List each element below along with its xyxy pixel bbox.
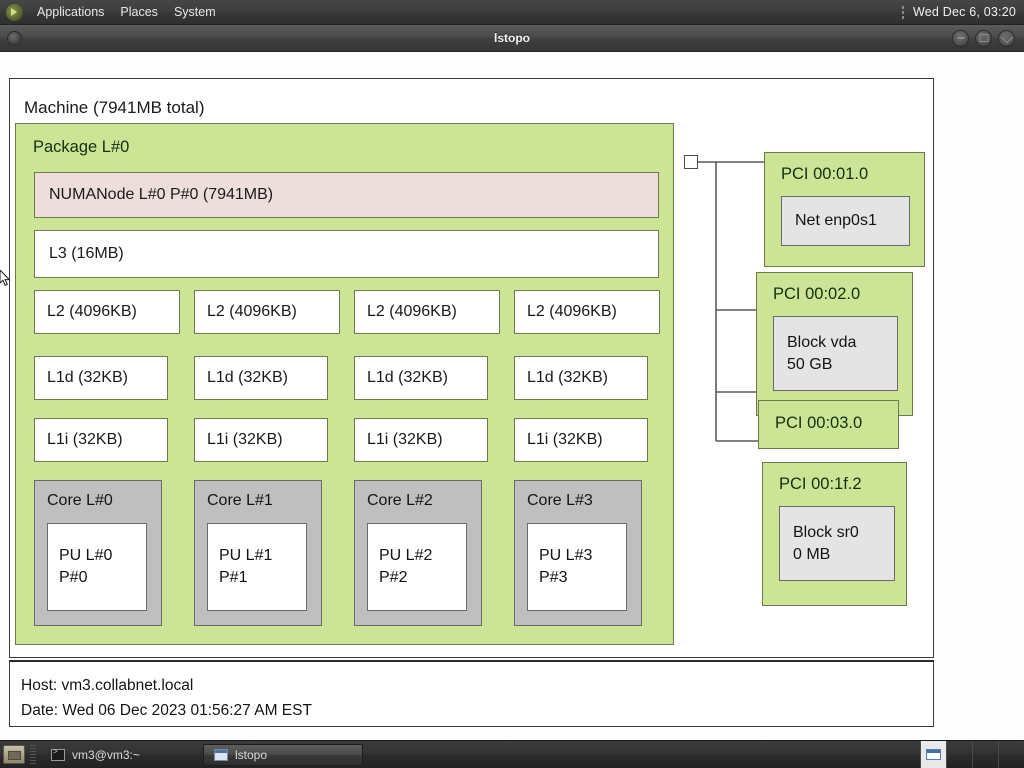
maximize-button[interactable] xyxy=(975,29,992,47)
pci-child-3-line2: 0 MB xyxy=(793,545,831,563)
show-desktop-icon[interactable] xyxy=(3,745,25,764)
window-menu-icon[interactable] xyxy=(7,30,22,46)
host-info-box: Host: vm3.collabnet.local Date: Wed 06 D… xyxy=(9,660,934,727)
pu-box-2[interactable]: PU L#2 P#2 xyxy=(367,523,467,611)
menu-system[interactable]: System xyxy=(173,4,216,19)
core-label-3: Core L#3 xyxy=(527,492,593,509)
terminal-icon xyxy=(51,748,65,761)
pu-box-3[interactable]: PU L#3 P#3 xyxy=(527,523,627,611)
l2-cache-box-1[interactable]: L2 (4096KB) xyxy=(194,290,340,334)
window-button-group xyxy=(952,29,1024,47)
lstopo-window: lstopo Machine (7941MB total) xyxy=(0,25,1024,740)
pci-box-2[interactable]: PCI 00:03.0 xyxy=(758,400,899,449)
workspace-3[interactable] xyxy=(972,741,998,768)
host-line: Host: vm3.collabnet.local xyxy=(21,677,194,694)
l2-cache-box-3[interactable]: L2 (4096KB) xyxy=(514,290,660,334)
pci-box-1[interactable]: PCI 00:02.0 Block vda 50 GB xyxy=(756,272,913,416)
pci-box-3[interactable]: PCI 00:1f.2 Block sr0 0 MB xyxy=(762,462,907,606)
pci-child-1-line2: 50 GB xyxy=(787,355,833,373)
date-line: Date: Wed 06 Dec 2023 01:56:27 AM EST xyxy=(21,702,312,720)
core-box-1[interactable]: Core L#1 PU L#1 P#1 xyxy=(194,480,322,626)
l1d-cache-box-3[interactable]: L1d (32KB) xyxy=(514,356,648,400)
pci-child-1-line1: Block vda xyxy=(787,333,857,351)
minimize-button[interactable] xyxy=(952,29,969,47)
task-label-terminal: vm3@vm3:~ xyxy=(72,747,140,762)
pci-box-0[interactable]: PCI 00:01.0 Net enp0s1 xyxy=(764,152,925,267)
workspace-2[interactable] xyxy=(946,741,972,768)
pu-label-0-line1: PU L#0 xyxy=(59,547,113,565)
pci-child-0-line1: Net enp0s1 xyxy=(795,212,877,230)
package-box[interactable]: Package L#0 NUMANode L#0 P#0 (7941MB) L3… xyxy=(15,123,674,645)
l1d-cache-box-2[interactable]: L1d (32KB) xyxy=(354,356,488,400)
l1i-cache-row: L1i (32KB) L1i (32KB) L1i (32KB) L1i (32… xyxy=(34,418,674,462)
taskbar-separator xyxy=(30,745,36,764)
window-icon xyxy=(214,748,228,761)
machine-title: Machine (7941MB total) xyxy=(24,98,205,117)
pu-label-1-line2: P#1 xyxy=(219,569,248,586)
task-button-terminal[interactable]: vm3@vm3:~ xyxy=(41,744,201,766)
mouse-cursor-icon xyxy=(0,270,11,286)
l1i-cache-box-0[interactable]: L1i (32KB) xyxy=(34,418,168,462)
workspace-1[interactable] xyxy=(920,741,946,768)
l3-cache-box[interactable]: L3 (16MB) xyxy=(34,230,659,278)
pu-label-0-line2: P#0 xyxy=(59,569,88,586)
l1i-cache-box-1[interactable]: L1i (32KB) xyxy=(194,418,328,462)
panel-status-area: Wed Dec 6, 03:20 xyxy=(901,5,1024,19)
panel-clock[interactable]: Wed Dec 6, 03:20 xyxy=(912,5,1016,19)
task-button-lstopo[interactable]: lstopo xyxy=(203,743,363,766)
pu-label-2-line2: P#2 xyxy=(379,569,408,586)
core-box-0[interactable]: Core L#0 PU L#0 P#0 xyxy=(34,480,162,626)
host-bridge-node[interactable] xyxy=(684,155,698,169)
pci-title-1: PCI 00:02.0 xyxy=(773,285,861,303)
package-title: Package L#0 xyxy=(33,138,130,156)
bottom-taskbar: vm3@vm3:~ lstopo xyxy=(0,740,1024,768)
core-label-0: Core L#0 xyxy=(47,492,113,509)
pci-child-1[interactable]: Block vda 50 GB xyxy=(773,316,898,391)
window-titlebar[interactable]: lstopo xyxy=(0,25,1024,52)
close-button[interactable] xyxy=(998,29,1015,47)
window-title: lstopo xyxy=(494,31,530,45)
task-label-lstopo: lstopo xyxy=(235,747,268,762)
l1i-cache-box-2[interactable]: L1i (32KB) xyxy=(354,418,488,462)
l2-cache-box-0[interactable]: L2 (4096KB) xyxy=(34,290,180,334)
core-label-2: Core L#2 xyxy=(367,492,433,509)
pu-label-2-line1: PU L#2 xyxy=(379,547,433,565)
l1d-cache-box-1[interactable]: L1d (32KB) xyxy=(194,356,328,400)
pu-box-1[interactable]: PU L#1 P#1 xyxy=(207,523,307,611)
workspace-4[interactable] xyxy=(998,741,1024,768)
pu-label-3-line1: PU L#3 xyxy=(539,547,593,565)
core-row: Core L#0 PU L#0 P#0 Core L#1 PU L#1 P#1 xyxy=(34,480,674,626)
pci-child-3[interactable]: Block sr0 0 MB xyxy=(779,506,895,581)
l2-cache-box-2[interactable]: L2 (4096KB) xyxy=(354,290,500,334)
pci-title-2: PCI 00:03.0 xyxy=(775,414,863,432)
pci-child-0[interactable]: Net enp0s1 xyxy=(781,196,910,246)
pu-label-1-line1: PU L#1 xyxy=(219,547,273,565)
pci-title-3: PCI 00:1f.2 xyxy=(779,475,862,493)
numanode-box[interactable]: NUMANode L#0 P#0 (7941MB) xyxy=(34,172,659,218)
l1i-cache-box-3[interactable]: L1i (32KB) xyxy=(514,418,648,462)
core-box-3[interactable]: Core L#3 PU L#3 P#3 xyxy=(514,480,642,626)
pci-child-3-line1: Block sr0 xyxy=(793,523,859,541)
pu-label-3-line2: P#3 xyxy=(539,569,568,586)
menu-applications[interactable]: Applications xyxy=(37,4,105,19)
l1d-cache-box-0[interactable]: L1d (32KB) xyxy=(34,356,168,400)
machine-box[interactable]: Machine (7941MB total) xyxy=(9,78,934,658)
workspace-switcher xyxy=(920,741,1024,768)
pci-title-0: PCI 00:01.0 xyxy=(781,165,869,183)
core-label-1: Core L#1 xyxy=(207,492,273,509)
panel-grip-icon xyxy=(901,5,904,19)
menu-places[interactable]: Places xyxy=(120,4,158,19)
core-box-2[interactable]: Core L#2 PU L#2 P#2 xyxy=(354,480,482,626)
pu-box-0[interactable]: PU L#0 P#0 xyxy=(47,523,147,611)
gnome-top-panel: Applications Places System Wed Dec 6, 03… xyxy=(0,0,1024,25)
lstopo-canvas[interactable]: Machine (7941MB total) xyxy=(0,52,1024,740)
l2-cache-row: L2 (4096KB) L2 (4096KB) L2 (4096KB) L2 (… xyxy=(34,290,674,334)
gnome-foot-icon[interactable] xyxy=(6,3,23,21)
l1d-cache-row: L1d (32KB) L1d (32KB) L1d (32KB) L1d (32… xyxy=(34,356,674,400)
